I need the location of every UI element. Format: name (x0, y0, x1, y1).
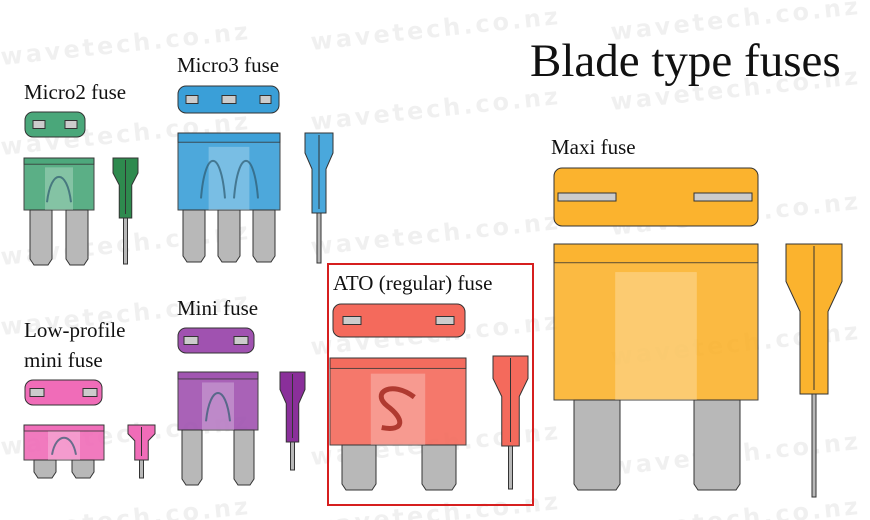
micro3-label: Micro3 fuse (177, 53, 280, 77)
low-profile-label-line1: Low-profile (24, 318, 126, 342)
mini-blade-terminal (181, 429, 203, 486)
maxi-top-body (553, 167, 759, 227)
lpmini-blade-terminal (71, 459, 95, 479)
mini-top-body (177, 327, 255, 354)
micro2-side-view (112, 157, 139, 265)
ato-window (370, 373, 426, 445)
mini-window (202, 382, 234, 430)
mini-housing-top (177, 371, 259, 380)
micro2-top-slot (64, 120, 78, 129)
maxi-front-view (553, 243, 759, 491)
micro2-label: Micro2 fuse (24, 80, 127, 104)
maxi-blade-terminal (573, 399, 621, 491)
mini-side-pin (290, 439, 295, 471)
micro2-housing-top (23, 157, 95, 165)
maxi-window (615, 272, 697, 400)
micro3-blade-terminal (217, 209, 241, 263)
micro2-top-body (24, 111, 86, 138)
micro3-side-pin (316, 210, 322, 264)
maxi-housing (553, 243, 759, 401)
micro3-top-slot (259, 95, 272, 104)
micro2-blade-terminal (29, 209, 53, 266)
lpmini-side-view (127, 424, 156, 479)
ato-top-view (332, 303, 466, 338)
micro3-fuse-element (200, 160, 226, 199)
ato-front-view (329, 357, 467, 491)
lpmini-top-slot (82, 388, 98, 397)
ato-side-view (492, 355, 529, 490)
ato-fuse-element (378, 386, 416, 431)
mini-fuse-element (205, 392, 231, 422)
ato-highlight-box (327, 263, 534, 506)
maxi-side-view (785, 243, 843, 498)
micro2-front-view (23, 157, 95, 266)
lpmini-front-view (23, 424, 105, 479)
maxi-top-slot (557, 192, 617, 202)
micro3-housing-top (177, 132, 281, 143)
micro3-top-slot (221, 95, 237, 104)
ato-housing (329, 357, 467, 446)
lpmini-top-slot (29, 388, 45, 397)
maxi-top-slot (693, 192, 753, 202)
mini-label: Mini fuse (177, 296, 259, 320)
micro3-front-view (177, 132, 281, 263)
maxi-blade-terminal (693, 399, 741, 491)
lpmini-blade-terminal (33, 459, 57, 479)
low-profile-label-line2: mini fuse (24, 348, 103, 372)
ato-blade-terminal (341, 444, 377, 491)
micro3-fuse-element (233, 160, 259, 199)
lpmini-fuse-element (51, 436, 77, 455)
maxi-top-view (553, 167, 759, 227)
ato-housing-top (329, 357, 467, 369)
mini-front-view (177, 371, 259, 486)
micro3-top-view (177, 85, 280, 114)
micro2-top-slot (32, 120, 46, 129)
ato-blade-terminal (421, 444, 457, 491)
ato-label: ATO (regular) fuse (333, 271, 493, 295)
lpmini-top-body (24, 379, 103, 406)
lpmini-top-view (24, 379, 103, 406)
lpmini-side-pin (139, 457, 144, 479)
micro3-top-slot (185, 95, 199, 104)
mini-blade-terminal (233, 429, 255, 486)
micro3-blade-terminal (182, 209, 206, 263)
micro3-blade-terminal (252, 209, 276, 263)
ato-top-slot (435, 316, 455, 325)
mini-housing (177, 371, 259, 431)
micro3-side-view (304, 132, 334, 264)
ato-top-slot (342, 316, 362, 325)
micro2-fuse-element (46, 175, 72, 203)
mini-top-view (177, 327, 255, 354)
maxi-label: Maxi fuse (551, 135, 636, 159)
lpmini-window (48, 431, 80, 460)
lpmini-housing-top (23, 424, 105, 432)
ato-side-pin (508, 443, 513, 490)
micro3-window (208, 146, 250, 210)
diagram-title: Blade type fuses (530, 35, 841, 87)
mini-top-slot (183, 336, 199, 345)
mini-side-view (279, 371, 306, 471)
ato-top-body (332, 303, 466, 338)
micro2-top-view (24, 111, 86, 138)
micro2-blade-terminal (65, 209, 89, 266)
mini-top-slot (233, 336, 249, 345)
micro2-side-pin (123, 215, 128, 265)
maxi-housing-top (553, 243, 759, 264)
maxi-side-pin (811, 391, 817, 498)
